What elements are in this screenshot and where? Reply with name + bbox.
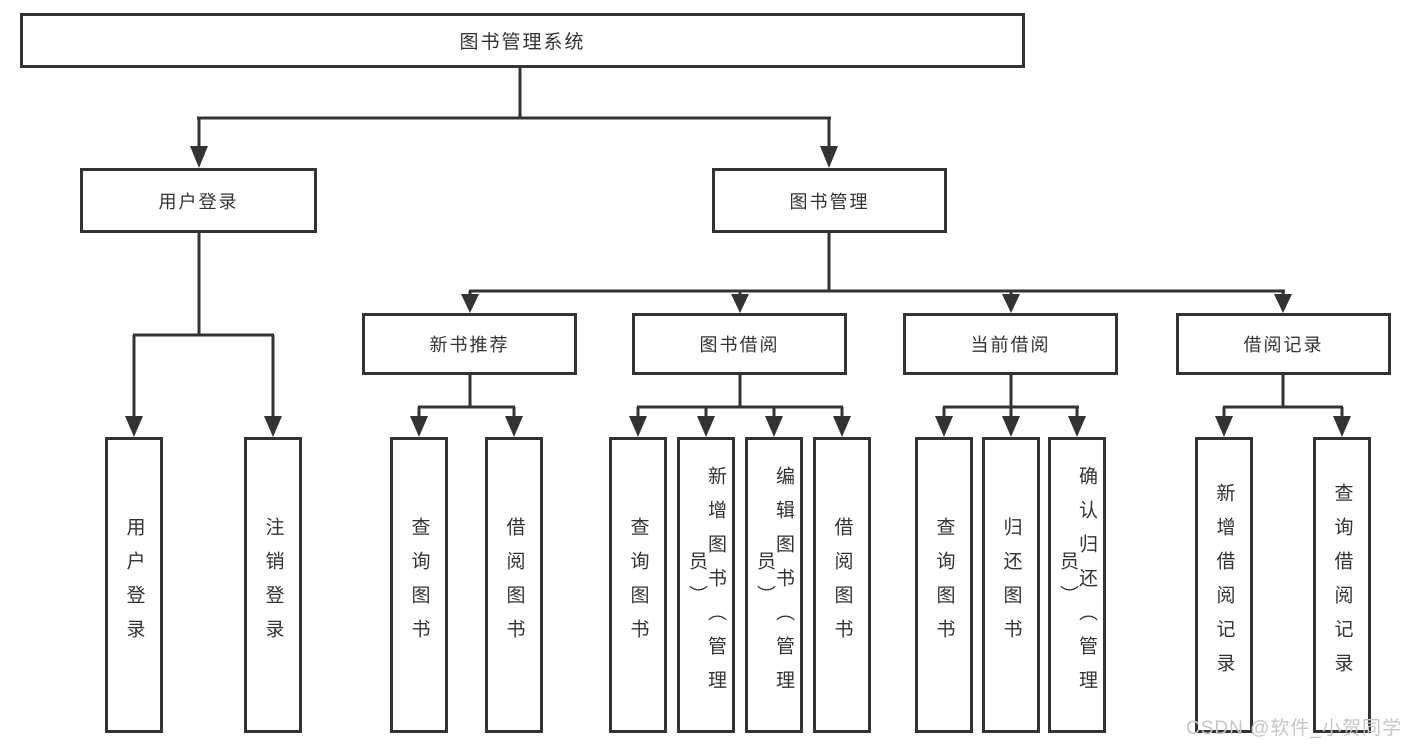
connector-recommend-branch — [417, 375, 516, 420]
node-new-book-recommend: 新书推荐 — [362, 313, 577, 375]
leaf-edit-books-admin: 编辑图书（管理员） — [745, 437, 803, 733]
connector-records-branch — [1222, 375, 1344, 420]
node-root-system: 图书管理系统 — [20, 13, 1025, 68]
connector-root-branch — [197, 68, 831, 149]
leaf-confirm-return-admin: 确认归还（管理员） — [1048, 437, 1106, 733]
connector-book-branch — [468, 233, 1285, 298]
leaf-query-books-current: 查询图书 — [915, 437, 973, 733]
csdn-watermark: CSDN @软件_小贺同学 — [1186, 718, 1402, 739]
leaf-borrow-books: 借阅图书 — [813, 437, 871, 733]
leaf-add-borrow-record: 新增借阅记录 — [1195, 437, 1253, 733]
node-user-login: 用户登录 — [80, 168, 317, 233]
leaf-query-books-borrow: 查询图书 — [609, 437, 667, 733]
leaf-user-login: 用户登录 — [105, 437, 163, 733]
leaf-query-books-recommend: 查询图书 — [390, 437, 448, 733]
leaf-logout-login: 注销登录 — [244, 437, 302, 733]
leaf-return-books: 归还图书 — [982, 437, 1040, 733]
arrowheads — [125, 146, 1351, 437]
leaf-borrow-books-recommend: 借阅图书 — [485, 437, 543, 733]
node-book-borrow: 图书借阅 — [632, 313, 847, 375]
connector-current-branch — [942, 375, 1079, 420]
node-current-borrow: 当前借阅 — [903, 313, 1118, 375]
node-borrow-records: 借阅记录 — [1176, 313, 1391, 375]
node-book-management: 图书管理 — [712, 168, 947, 233]
leaf-query-borrow-record: 查询借阅记录 — [1313, 437, 1371, 733]
connector-user-branch — [132, 233, 275, 419]
connector-borrow-branch — [636, 375, 844, 420]
leaf-add-books-admin: 新增图书（管理员） — [677, 437, 735, 733]
